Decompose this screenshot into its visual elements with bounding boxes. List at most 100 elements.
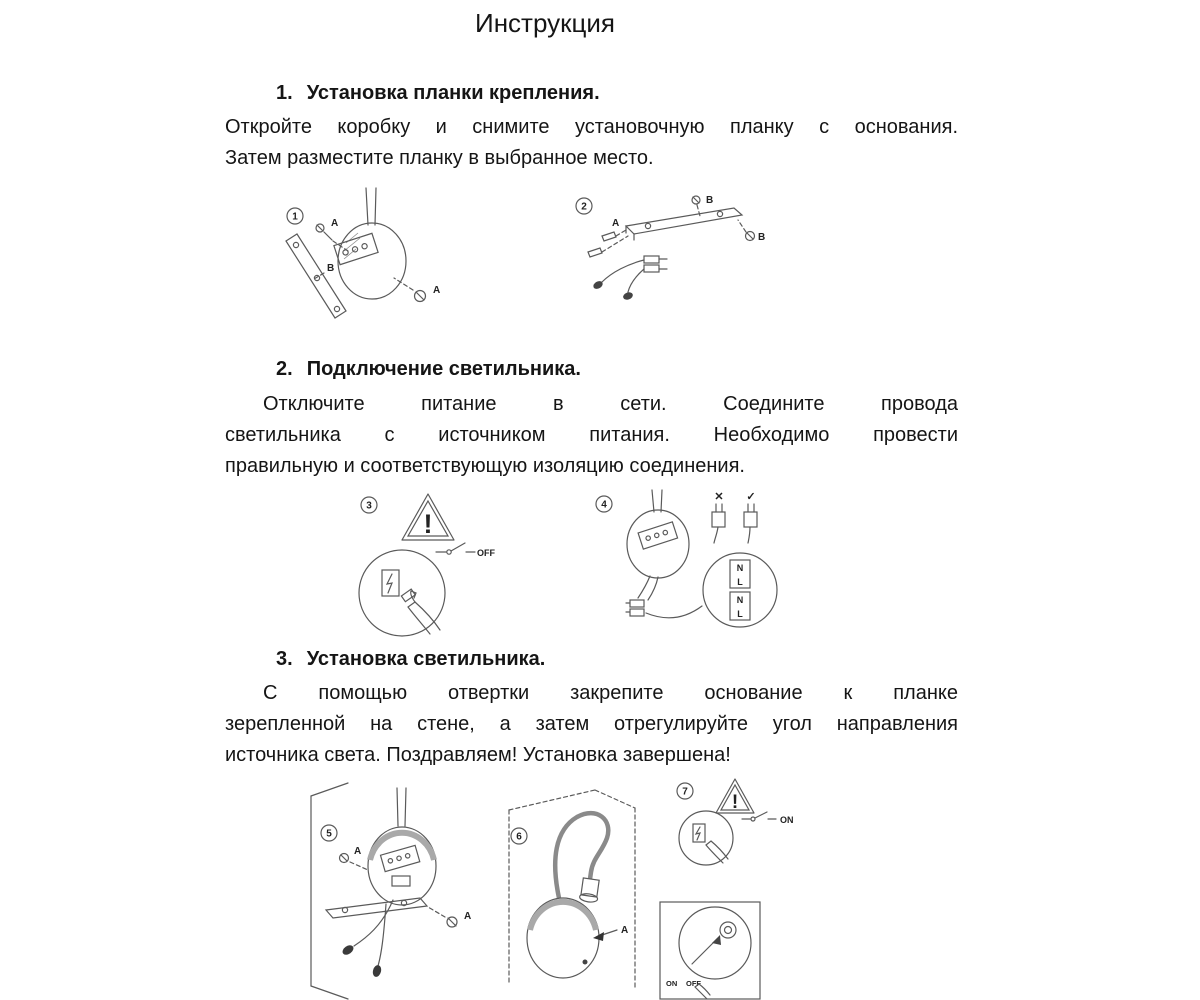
lamp-wires [625, 575, 703, 619]
paragraph-line: зерепленной на стене, а затем отрегулиру… [225, 713, 958, 735]
section-1-number: 1. [276, 82, 293, 104]
section-1-body: Откройте коробку и снимите установочную … [225, 112, 958, 174]
screw-a-top: A [315, 218, 349, 252]
paragraph-line: правильную и соответствующую изоляцию со… [225, 455, 745, 477]
lamp-base [626, 509, 690, 579]
push-button-icon [719, 921, 737, 939]
plate-label-b: B [313, 263, 334, 280]
button-detail-circle [678, 906, 752, 980]
lamp-pole [396, 787, 407, 827]
switch-on-icon: ON [741, 811, 794, 825]
figure-2-fix-plate-diagram: 2 B B A [575, 195, 765, 300]
on-off-labels: ON OFF [666, 979, 711, 1000]
terminal-label-n: N [737, 563, 744, 573]
paragraph-line: Отключите питание в сети. Соедините пров… [263, 393, 958, 415]
section-2-body: Отключите питание в сети. Соедините пров… [225, 389, 958, 482]
gooseneck-arm [552, 810, 611, 903]
figure-number: 4 [601, 500, 607, 511]
figure-number: 6 [516, 832, 522, 843]
figure-4-number-badge: 4 [595, 495, 613, 513]
off-label: OFF [686, 979, 701, 988]
figure-2-number-badge: 2 [575, 197, 593, 215]
lamp-base [526, 897, 600, 979]
figure-7-power-on-diagram: 7 ! ON [676, 778, 794, 866]
paragraph-line: источника света. Поздравляем! Установка … [225, 744, 731, 766]
screw-label-a: A [464, 911, 471, 922]
mounting-plate [624, 207, 744, 241]
section-1-heading: 1.Установка планки крепления. [276, 82, 600, 105]
wall-edge [310, 782, 349, 1000]
figure-number: 1 [292, 212, 298, 223]
figure-number: 3 [366, 501, 372, 512]
section-2-heading-text: Подключение светильника. [306, 358, 581, 380]
lamp-head [579, 877, 600, 903]
terminal-block [333, 232, 379, 266]
screw-label-a: A [354, 846, 361, 857]
figure-6-adjust-lamp-diagram: 6 A [508, 789, 636, 989]
screw-label-b: B [758, 232, 765, 243]
lamp-base [367, 826, 437, 906]
hand-icon [705, 840, 729, 864]
paragraph-line: светильника с источником питания. Необхо… [225, 424, 958, 446]
arrowhead-icon [593, 932, 604, 941]
terminal-detail-circle: N L N L [702, 552, 778, 628]
screw-label-b: B [706, 195, 713, 206]
section-2-heading: 2.Подключение светильника. [276, 358, 581, 381]
arrow-label-a: A [621, 925, 628, 936]
figure-1-number-badge: 1 [286, 207, 304, 225]
switch-on-label: ON [780, 815, 794, 825]
power-cable-connector [593, 255, 668, 300]
page-title: Инструкция [475, 8, 615, 38]
wall-anchors-a: A [587, 218, 629, 258]
figure-5-number-badge: 5 [320, 824, 338, 842]
figure-3-power-off-diagram: 3 ! OFF [358, 493, 495, 637]
screw-a-bottom: A [393, 277, 440, 303]
terminal-label-l: L [737, 609, 743, 619]
check-mark-icon: ✓ [746, 491, 755, 503]
figure-5-fix-base-diagram: 5 A [310, 782, 471, 1000]
anchor-label-a: A [612, 218, 619, 229]
section-3-heading: 3. Установка светильника. [276, 648, 545, 671]
hanging-cable [342, 899, 394, 977]
lamp-pole [365, 187, 377, 226]
paragraph-line: С помощью отвертки закрепите основание к… [263, 682, 958, 704]
right-connector: ✓ [743, 491, 758, 544]
screw-a-left: A [338, 846, 369, 871]
hand-icon [407, 601, 441, 635]
wall-panel-dashed [508, 789, 636, 989]
lamp-pole [651, 489, 663, 513]
screw-label-a: A [331, 218, 338, 229]
lightning-icon [385, 573, 393, 594]
warning-triangle-icon: ! [715, 778, 755, 814]
section-3-heading-text: Установка светильника. [306, 648, 546, 670]
exclamation-mark: ! [424, 509, 433, 539]
connection-detail-circle [678, 810, 734, 866]
section-3-body: С помощью отвертки закрепите основание к… [225, 678, 958, 771]
lamp-base [333, 222, 407, 300]
mounting-plate [285, 233, 347, 319]
lightning-icon [694, 826, 702, 841]
screw-b-right: B [737, 219, 765, 243]
section-3-number: 3. [276, 648, 293, 670]
figure-7-number-badge: 7 [676, 782, 694, 800]
figure-frame [659, 901, 761, 1000]
arrow-a: A [593, 925, 628, 941]
mounting-plate [324, 897, 429, 919]
terminal-label-n: N [737, 595, 744, 605]
figure-number: 2 [581, 202, 587, 213]
figure-4-wiring-diagram: 4 ✕ ✓ [595, 489, 778, 628]
switch-off-icon: OFF [435, 542, 495, 558]
plate-label-b-text: B [327, 263, 334, 274]
screw-a-right: A [427, 906, 471, 928]
arrowhead-icon [712, 935, 721, 945]
figure-number: 5 [326, 829, 332, 840]
figure-1-remove-plate-diagram: 1 A B [285, 187, 440, 319]
figure-8-switch-button-diagram: ON OFF [659, 901, 761, 1000]
figure-3-number-badge: 3 [360, 496, 378, 514]
hand-icon [694, 983, 711, 1000]
figure-6-number-badge: 6 [510, 827, 528, 845]
wrong-connector: ✕ [711, 491, 726, 544]
switch-off-label: OFF [477, 548, 495, 558]
paragraph-line: Откройте коробку и снимите установочную … [225, 116, 958, 138]
paragraph-line: Затем разместите планку в выбранное мест… [225, 147, 654, 169]
